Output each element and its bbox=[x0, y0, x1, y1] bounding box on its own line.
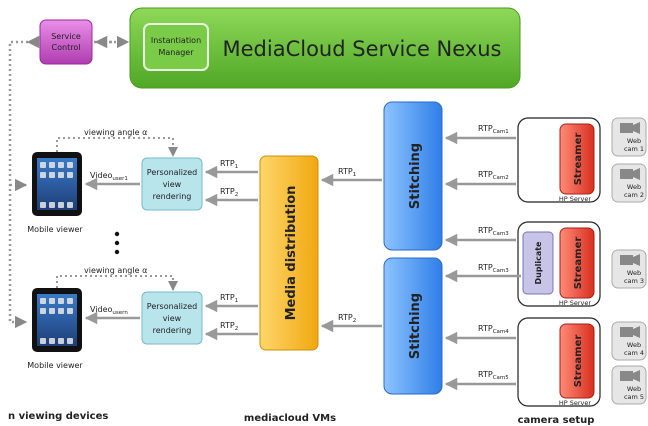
webcam-3-l1: Web bbox=[627, 269, 641, 277]
footer-viewing-devices: n viewing devices bbox=[8, 411, 108, 422]
service-control-box: Service Control bbox=[39, 19, 93, 65]
pvr-box-1: Personalized view rendering bbox=[141, 157, 203, 211]
webcam-1: Web cam 1 bbox=[611, 117, 647, 157]
webcam-4: Web cam 4 bbox=[611, 321, 647, 361]
service-control-line1: Service bbox=[51, 32, 81, 41]
rtp-cam1-label: RTPCam1 bbox=[478, 124, 509, 135]
viewing-angle-label-1: viewing angle α bbox=[84, 128, 147, 137]
rtp-cam4-label: RTPCam4 bbox=[478, 324, 509, 335]
webcam-5-l2: cam 5 bbox=[624, 393, 644, 401]
hp-server-label-3: HP Server bbox=[559, 399, 592, 407]
stitching-label-1: Stitching bbox=[408, 143, 423, 209]
hp-server-label-2: HP Server bbox=[559, 299, 592, 307]
hp-server-2: Duplicate Streamer HP Server bbox=[517, 221, 601, 307]
stitching-box-2: Stitching bbox=[383, 257, 443, 395]
video-arrows bbox=[84, 177, 140, 325]
pvr-1-line2: view bbox=[163, 180, 182, 189]
webcam-4-l2: cam 4 bbox=[624, 349, 644, 357]
rtp1-label-mid: RTP1 bbox=[338, 167, 356, 178]
rtp-cam3-label-a: RTPCam3 bbox=[478, 226, 509, 237]
webcam-3: Web cam 3 bbox=[611, 249, 647, 289]
video-label-n: Videousern bbox=[90, 305, 128, 316]
pvr-1-line3: rendering bbox=[153, 192, 192, 201]
video-label-1: Videouser1 bbox=[90, 171, 128, 182]
rtp1-label-a: RTP1 bbox=[220, 159, 238, 170]
streamer-label-2: Streamer bbox=[573, 237, 584, 290]
mobile-viewer-n: Mobile viewer bbox=[27, 288, 83, 370]
rtp-arrows-middle bbox=[320, 173, 382, 333]
instantiation-manager-line1: Instantiation bbox=[151, 36, 201, 45]
footer-mediacloud-vms: mediacloud VMs bbox=[244, 413, 336, 424]
webcam-2-l2: cam 2 bbox=[624, 191, 644, 199]
rtp2-label-mid: RTP2 bbox=[338, 313, 356, 324]
stitching-box-1: Stitching bbox=[383, 101, 443, 251]
rtp-arrows-left bbox=[204, 165, 258, 341]
hp-server-label-1: HP Server bbox=[559, 195, 592, 203]
webcam-5-l1: Web bbox=[627, 385, 641, 393]
webcam-1-l1: Web bbox=[627, 137, 641, 145]
hp-server-1: Streamer HP Server bbox=[517, 117, 601, 203]
stitching-label-2: Stitching bbox=[408, 293, 423, 359]
webcam-4-l1: Web bbox=[627, 341, 641, 349]
webcam-2-l1: Web bbox=[627, 183, 641, 191]
viewing-angle-lines bbox=[56, 137, 178, 291]
webcam-1-l2: cam 1 bbox=[624, 145, 644, 153]
mobile-viewer-1: Mobile viewer bbox=[27, 152, 83, 234]
rtp2-label-b: RTP2 bbox=[220, 321, 238, 332]
rtp1-label-b: RTP1 bbox=[220, 293, 238, 304]
control-dotted-lines bbox=[8, 35, 130, 329]
instantiation-manager-line2: Manager bbox=[158, 48, 194, 57]
rtp2-label-a: RTP2 bbox=[220, 187, 238, 198]
nexus-title: MediaCloud Service Nexus bbox=[223, 37, 502, 61]
pvr-n-line1: Personalized bbox=[147, 302, 197, 311]
webcam-2: Web cam 2 bbox=[611, 163, 647, 203]
rtp-cam-arrows bbox=[444, 131, 521, 391]
footer-camera-setup: camera setup bbox=[518, 415, 595, 426]
service-control-line2: Control bbox=[52, 43, 81, 52]
pvr-box-n: Personalized view rendering bbox=[141, 291, 203, 345]
pvr-n-line2: view bbox=[163, 314, 182, 323]
streamer-label-1: Streamer bbox=[573, 133, 584, 186]
mobile-viewer-1-label: Mobile viewer bbox=[27, 225, 83, 234]
viewing-angle-label-n: viewing angle α bbox=[84, 266, 147, 275]
mobile-viewer-n-label: Mobile viewer bbox=[27, 361, 83, 370]
pvr-1-line1: Personalized bbox=[147, 168, 197, 177]
media-distribution-box: Media distribution bbox=[259, 155, 319, 351]
webcam-5: Web cam 5 bbox=[611, 365, 647, 405]
rtp-cam2-label: RTPCam2 bbox=[478, 170, 509, 181]
rtp-cam3-label-b: RTPCam3 bbox=[478, 263, 509, 274]
nexus-box: Instantiation Manager MediaCloud Service… bbox=[129, 7, 521, 89]
duplicate-label: Duplicate bbox=[534, 241, 543, 285]
streamer-label-3: Streamer bbox=[573, 335, 584, 388]
media-distribution-label: Media distribution bbox=[284, 186, 299, 321]
ellipsis-dots bbox=[114, 231, 120, 255]
hp-server-3: Streamer HP Server bbox=[517, 317, 601, 407]
rtp-cam5-label: RTPCam5 bbox=[478, 370, 509, 381]
webcam-3-l2: cam 3 bbox=[624, 277, 644, 285]
pvr-n-line3: rendering bbox=[153, 326, 192, 335]
